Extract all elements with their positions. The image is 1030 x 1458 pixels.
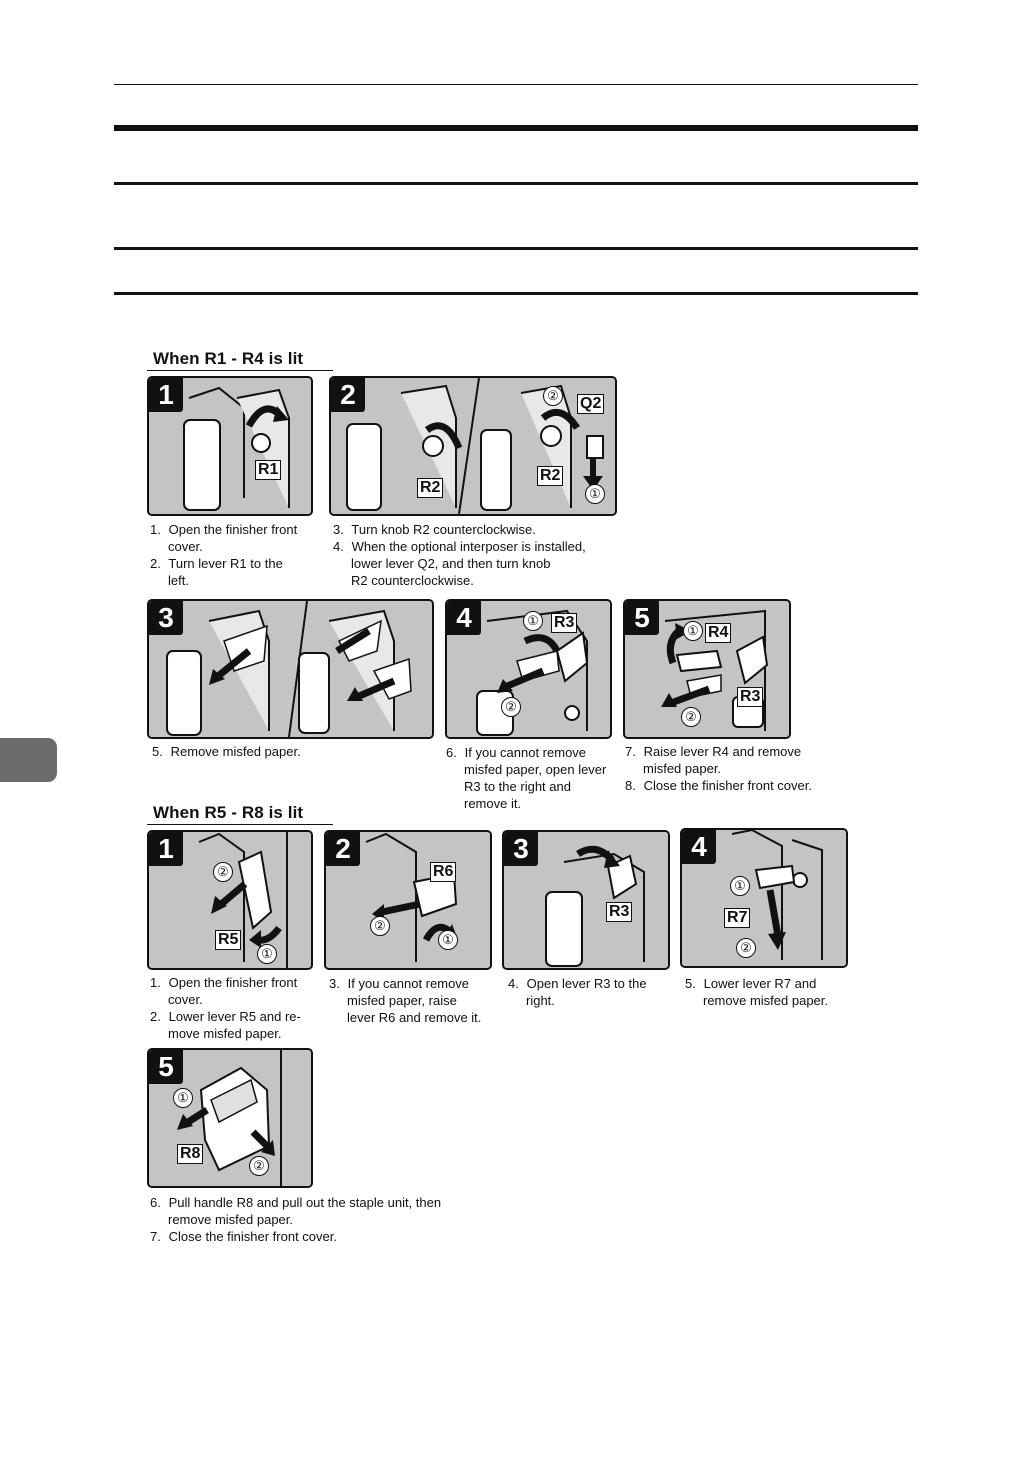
step-number: 1	[149, 832, 183, 866]
section2-step2-illustration: 2 R6 ② ①	[324, 830, 492, 970]
circle-number-1: ①	[730, 876, 750, 896]
section2-caption-1: 1. Open the finisher front cover. 2. Low…	[150, 975, 301, 1041]
section-rule-3	[114, 292, 918, 295]
s2-step5-machine-drawing	[149, 1050, 311, 1186]
step2-machine-drawing	[331, 378, 615, 514]
section1-caption-5: 7. Raise lever R4 and remove misfed pape…	[625, 744, 812, 793]
section2-step4-illustration: 4 R7 ① ②	[680, 828, 848, 968]
header-thick-rule	[114, 125, 918, 131]
callout-r3: R3	[737, 687, 764, 707]
step3-machine-drawing	[149, 601, 432, 737]
header-thin-rule	[114, 84, 918, 85]
step1-machine-drawing	[149, 378, 311, 514]
callout-r8: R8	[177, 1144, 204, 1164]
step-number: 5	[149, 1050, 183, 1084]
circle-number-2: ②	[249, 1156, 269, 1176]
s2-step3-machine-drawing	[504, 832, 668, 968]
circle-number-1: ①	[683, 621, 703, 641]
section1-step3-illustration: 3	[147, 599, 434, 739]
step-number: 4	[682, 830, 716, 864]
section2-step5-illustration: 5 R8 ① ②	[147, 1048, 313, 1188]
callout-q2: Q2	[577, 394, 605, 414]
step-number: 5	[625, 601, 659, 635]
chapter-side-tab	[0, 738, 57, 782]
circle-number-1: ①	[257, 944, 277, 964]
section-rule-2	[114, 247, 918, 250]
section1-heading-underline	[147, 370, 333, 371]
step-number: 2	[331, 378, 365, 412]
section1-caption-3: 5. Remove misfed paper.	[152, 744, 301, 759]
section2-step3-illustration: 3 R3	[502, 830, 670, 970]
section2-step1-illustration: 1 R5 ② ①	[147, 830, 313, 970]
callout-r3: R3	[551, 613, 578, 633]
section2-caption-3: 4. Open lever R3 to the right.	[508, 976, 647, 1008]
section1-step4-illustration: 4 R3 ① ②	[445, 599, 612, 739]
callout-r4: R4	[705, 623, 732, 643]
section1-heading: When R1 - R4 is lit	[153, 349, 304, 368]
callout-r2-right: R2	[537, 466, 564, 486]
circle-number-1: ①	[523, 611, 543, 631]
circle-number-2: ②	[213, 862, 233, 882]
section1-caption-2: 3. Turn knob R2 counterclockwise. 4. Whe…	[333, 522, 586, 588]
step-number: 3	[504, 832, 538, 866]
step-number: 2	[326, 832, 360, 866]
step-number: 3	[149, 601, 183, 635]
circle-number-2: ②	[681, 707, 701, 727]
circle-number-1: ①	[173, 1088, 193, 1108]
section1-caption-1: 1. Open the finisher front cover. 2. Tur…	[150, 522, 298, 588]
callout-r1: R1	[255, 460, 282, 480]
section2-caption-4: 5. Lower lever R7 and remove misfed pape…	[685, 976, 829, 1008]
callout-r3: R3	[606, 902, 633, 922]
step-number: 1	[149, 378, 183, 412]
callout-r6: R6	[430, 862, 457, 882]
section2-heading-underline	[147, 824, 333, 825]
callout-r2-left: R2	[417, 478, 444, 498]
section1-step5-illustration: 5 R4 R3 ① ②	[623, 599, 791, 739]
circle-number-2: ②	[736, 938, 756, 958]
circle-number-2: ②	[501, 697, 521, 717]
section2-caption-5: 6. Pull handle R8 and pull out the stapl…	[150, 1195, 442, 1244]
section2-caption-2: 3. If you cannot remove misfed paper, ra…	[329, 976, 482, 1025]
circle-number-2: ②	[370, 916, 390, 936]
section1-step2-illustration: 2 R2 R2 Q2 ② ①	[329, 376, 617, 516]
section2-heading: When R5 - R8 is lit	[153, 803, 304, 822]
callout-r5: R5	[215, 930, 242, 950]
circle-number-1: ①	[438, 930, 458, 950]
circle-number-2: ②	[543, 386, 563, 406]
section1-caption-4: 6. If you cannot remove misfed paper, op…	[446, 745, 607, 811]
callout-r7: R7	[724, 908, 751, 928]
step-number: 4	[447, 601, 481, 635]
section-rule-1	[114, 182, 918, 185]
section1-step1-illustration: 1 R1	[147, 376, 313, 516]
circle-number-1: ①	[585, 484, 605, 504]
